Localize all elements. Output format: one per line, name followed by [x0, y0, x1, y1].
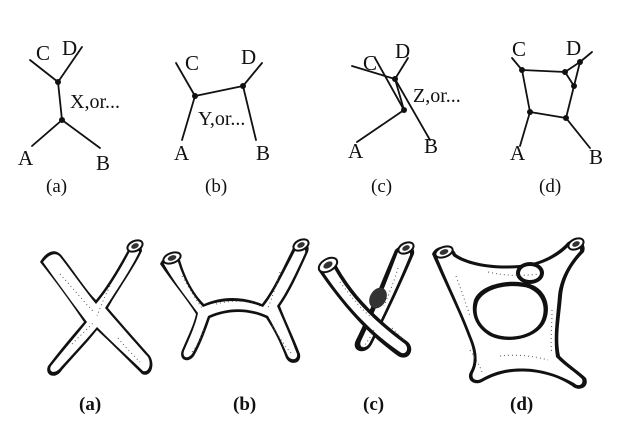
- graph-a-edge-a: [31, 119, 63, 147]
- graph-a-edge-label: X,or...: [70, 91, 120, 113]
- surface-b-end-top-right-hole: [297, 242, 305, 248]
- graph-d-edge-left: [521, 69, 531, 113]
- surface-b-end-top-left-hole: [167, 255, 177, 261]
- graph-d-edge-b: [565, 117, 591, 149]
- graph-d-edge-tri-b: [573, 61, 581, 87]
- graph-c-edge-b: [394, 78, 431, 141]
- graph-c-label-d: D: [395, 39, 410, 63]
- graph-b-label-b: B: [256, 141, 270, 165]
- graph-d-vertex-c: [519, 67, 525, 73]
- graph-b-edge-a: [181, 95, 196, 141]
- graph-a-label-c: C: [36, 41, 50, 65]
- graph-d-label-d: D: [566, 36, 581, 60]
- graph-a-label-a: A: [18, 146, 34, 170]
- graph-d-label-b: B: [589, 145, 603, 169]
- graph-a-label-b: B: [96, 151, 110, 175]
- graph-c: C D Z,or... A B (c): [348, 39, 461, 197]
- graph-c-edge-d: [394, 57, 409, 80]
- graph-a-caption: (a): [46, 176, 67, 197]
- graph-a-edge-c: [29, 59, 59, 83]
- graph-c-vertex-top: [392, 76, 398, 82]
- graph-c-edge-cross: [374, 57, 405, 111]
- graph-b: C D Y,or... A B (b): [174, 45, 270, 197]
- surface-b-shading: [181, 271, 293, 355]
- graph-d-vertex-tri-bottom: [571, 83, 577, 89]
- graph-d-vertex-tri-left: [562, 69, 568, 75]
- surface-d-small-hole: [520, 266, 540, 280]
- surface-b-caption: (b): [233, 394, 256, 415]
- surface-c-end-top-left-hole: [323, 261, 333, 269]
- graph-b-caption: (b): [205, 176, 227, 197]
- graph-a-vertex-top: [55, 79, 61, 85]
- surface-d-shading: [455, 271, 553, 373]
- graph-c-label-a: A: [348, 139, 364, 163]
- graph-c-vertex-bottom: [401, 107, 407, 113]
- surface-d-big-hole: [476, 286, 544, 337]
- graph-b-label-d: D: [241, 45, 256, 69]
- graph-d-vertex-a: [527, 109, 533, 115]
- surface-b: (b): [160, 238, 310, 415]
- surface-a: (a): [40, 239, 153, 415]
- graph-a-vertex-bottom: [59, 117, 65, 123]
- graph-c-caption: (c): [371, 176, 392, 197]
- graph-d-vertex-b: [563, 115, 569, 121]
- graph-b-label-a: A: [174, 141, 190, 165]
- graph-d: C D A B (d): [510, 36, 603, 197]
- graph-a-edge-b: [61, 119, 101, 149]
- graph-d-edge-top: [521, 69, 566, 73]
- surface-a-end-top-right-hole: [131, 243, 139, 249]
- graph-a-edge-d: [57, 46, 83, 83]
- graph-a: C D X,or... A B (a): [18, 36, 120, 197]
- graph-b-vertex-right: [240, 83, 246, 89]
- graph-b-edge-label: Y,or...: [198, 108, 245, 130]
- graph-b-edge-c: [175, 62, 196, 97]
- surface-c: (c): [317, 241, 415, 415]
- surface-c-caption: (c): [363, 394, 384, 415]
- graph-b-edge-y: [194, 85, 244, 97]
- graph-d-edge-right: [565, 85, 575, 119]
- graph-c-label-c: C: [363, 51, 377, 75]
- surface-d: (d): [432, 237, 587, 415]
- surface-d-caption: (d): [510, 394, 533, 415]
- surface-c-tube-cb-fill: [322, 265, 408, 354]
- surface-a-caption: (a): [79, 394, 101, 415]
- graph-b-edge-d: [242, 62, 263, 87]
- surface-a-fill: [43, 247, 150, 372]
- graph-c-edge-a: [356, 109, 405, 143]
- graph-c-edge-z: [394, 78, 405, 111]
- graph-c-edge-c: [351, 65, 396, 80]
- graph-b-edge-b: [242, 85, 257, 141]
- surface-d-end-top-left-hole: [439, 249, 449, 255]
- graph-a-edge-x: [57, 81, 63, 121]
- surface-c-loop-hole: [369, 287, 387, 309]
- graph-d-label-a: A: [510, 141, 526, 165]
- graph-c-edge-label: Z,or...: [413, 85, 461, 107]
- graph-c-label-b: B: [424, 134, 438, 158]
- graph-d-vertex-d: [577, 59, 583, 65]
- graph-d-edge-bottom: [529, 111, 567, 119]
- surface-b-fill: [164, 247, 306, 360]
- graph-d-edge-tri-a: [564, 61, 581, 73]
- graph-b-vertex-left: [192, 93, 198, 99]
- surface-c-end-top-right-hole: [402, 245, 410, 251]
- graph-b-label-c: C: [185, 51, 199, 75]
- graph-d-edge-a: [519, 111, 531, 147]
- graph-d-caption: (d): [539, 176, 561, 197]
- graph-d-label-c: C: [512, 37, 526, 61]
- graph-a-label-d: D: [62, 36, 77, 60]
- surface-d-end-top-right-hole: [572, 241, 580, 247]
